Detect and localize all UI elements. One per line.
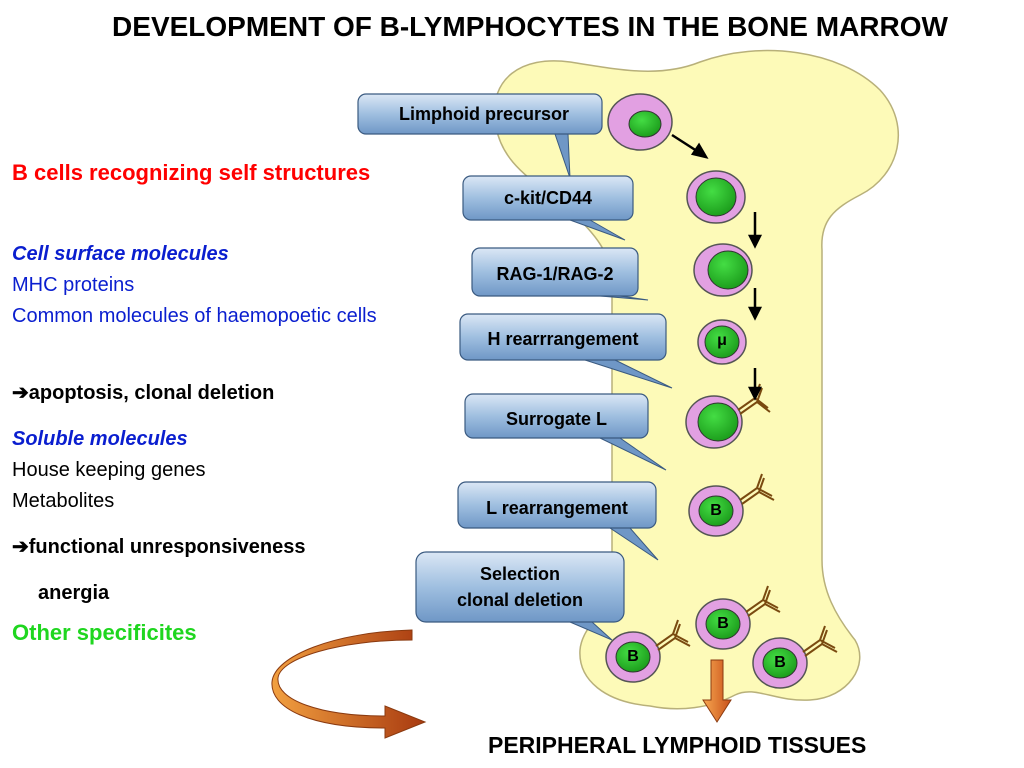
callout-l-rearrangement bbox=[457, 481, 659, 561]
common-molecules-text: Common molecules of haemopoetic cells bbox=[12, 305, 377, 327]
mhc-text: MHC proteins bbox=[12, 274, 135, 296]
stage-label-rag: RAG-1/RAG-2 bbox=[496, 264, 614, 284]
arrow-2-icon bbox=[747, 212, 763, 249]
receptor-b4-icon bbox=[802, 625, 838, 657]
functional-text: functional unresponsiveness bbox=[28, 536, 306, 558]
b-label-2: B bbox=[717, 615, 729, 632]
cell-b-selection-left bbox=[605, 631, 661, 683]
other-specificites-text: Other specificites bbox=[12, 620, 197, 645]
apoptosis-text: apoptosis, clonal deletion bbox=[28, 382, 275, 404]
stage-label-clonal-deletion: clonal deletion bbox=[456, 590, 584, 610]
arrow-1-icon bbox=[671, 133, 709, 159]
arrow-right-icon: ➔ bbox=[12, 382, 29, 404]
heading-self-structures: B cells recognizing self structures bbox=[12, 160, 371, 185]
arrow-right-icon: ➔ bbox=[12, 536, 29, 558]
peripheral-tissues-label: PERIPHERAL LYMPHOID TISSUES bbox=[488, 732, 867, 758]
callout-ckit-cd44 bbox=[462, 175, 634, 241]
cell-surrogate bbox=[685, 395, 743, 449]
stage-label-surrogate: Surrogate L bbox=[505, 409, 607, 429]
stage-label-selection: Selection bbox=[479, 564, 561, 584]
cell-rag bbox=[693, 243, 753, 297]
stage-label-h-rearrangement: H rearrrangement bbox=[487, 329, 639, 349]
stage-label-precursor: Limphoid precursor bbox=[398, 104, 569, 124]
cell-b-l-rearrangement bbox=[688, 485, 744, 537]
cell-surface-title: Cell surface molecules bbox=[12, 243, 229, 265]
stage-label-ckit: c-kit/CD44 bbox=[503, 188, 593, 208]
cell-ckit bbox=[686, 170, 746, 224]
b-label-4: B bbox=[774, 654, 786, 671]
page-title: DEVELOPMENT OF B-LYMPHOCYTES IN THE BONE… bbox=[112, 11, 948, 42]
cell-precursor bbox=[607, 93, 673, 151]
receptor-b3-icon bbox=[655, 619, 691, 651]
callout-rag bbox=[471, 247, 649, 301]
callout-selection bbox=[415, 551, 625, 641]
cell-mu bbox=[697, 319, 747, 365]
metabolites-text: Metabolites bbox=[12, 490, 115, 512]
apoptosis-line: ➔apoptosis, clonal deletion bbox=[12, 381, 274, 406]
stage-label-l-rearrangement: L rearrangement bbox=[486, 498, 628, 518]
curved-arrow-icon bbox=[271, 629, 427, 739]
soluble-title: Soluble molecules bbox=[12, 428, 188, 450]
mu-label: μ bbox=[717, 332, 727, 349]
callout-surrogate-l bbox=[464, 393, 667, 471]
receptor-b1-icon bbox=[739, 473, 775, 505]
exit-arrow-icon bbox=[702, 659, 732, 723]
b-label-3: B bbox=[627, 648, 639, 665]
arrow-3-icon bbox=[747, 288, 763, 321]
receptor-b2-icon bbox=[745, 585, 781, 617]
b-label-1: B bbox=[710, 502, 722, 519]
cell-b-selection-top bbox=[695, 598, 751, 650]
arrow-4-icon bbox=[747, 368, 763, 401]
cell-b-selection-right bbox=[752, 637, 808, 689]
anergia-text: anergia bbox=[38, 582, 110, 604]
callout-limphoid-precursor bbox=[357, 93, 603, 179]
functional-line: ➔functional unresponsiveness bbox=[12, 535, 306, 560]
callout-h-rearrangement bbox=[459, 313, 673, 389]
house-keeping-text: House keeping genes bbox=[12, 459, 206, 481]
